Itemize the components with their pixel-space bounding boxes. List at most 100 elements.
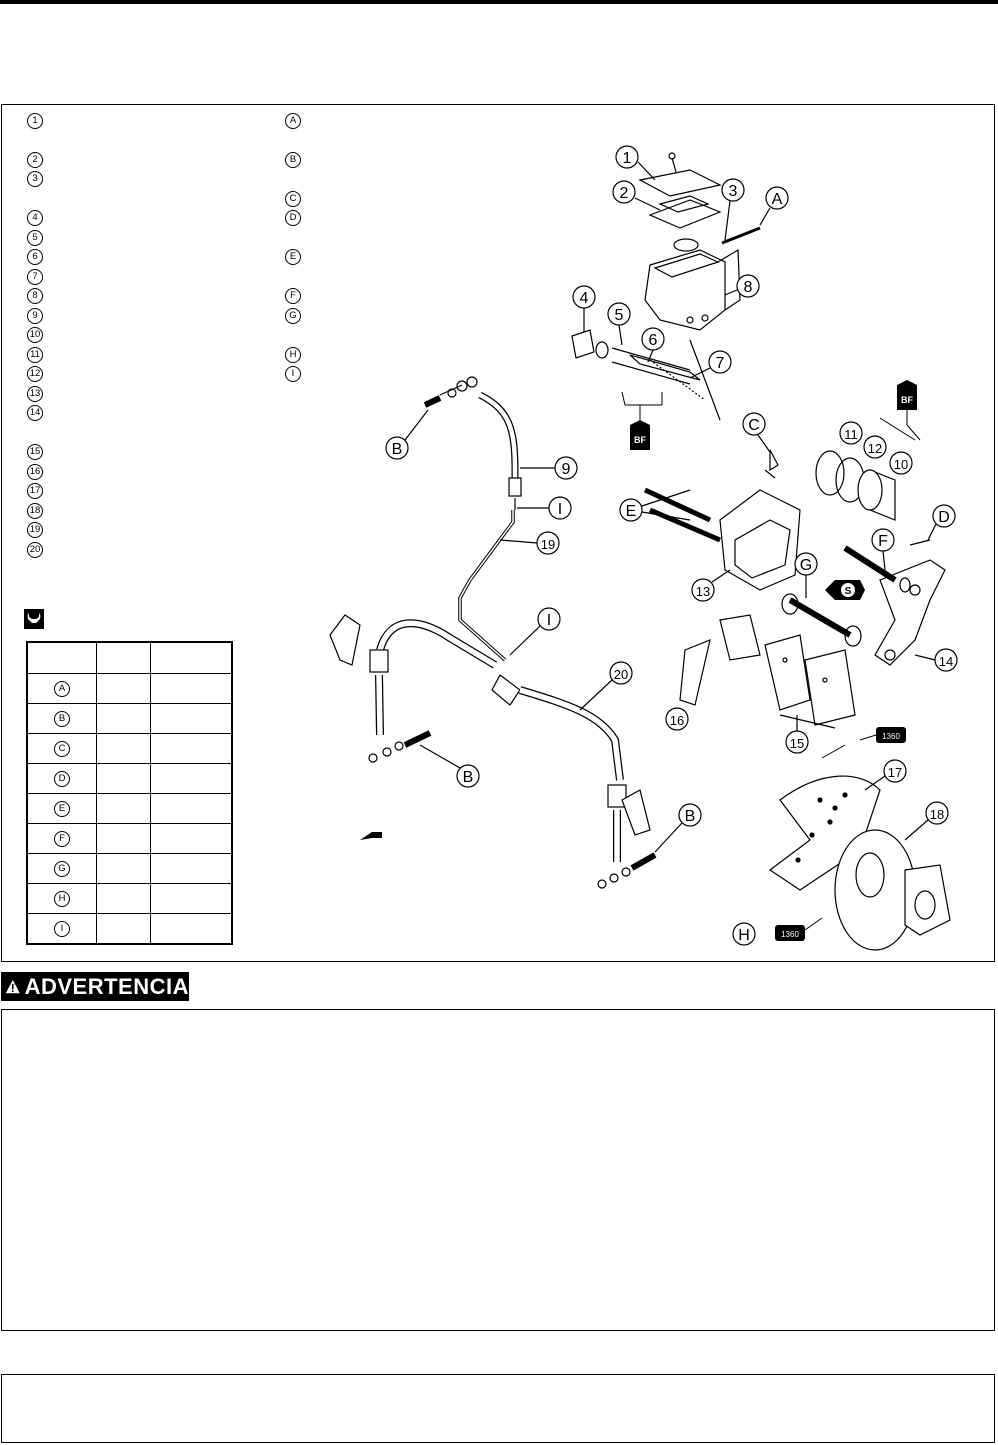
front-arrow-icon: [360, 832, 382, 840]
callout-E: E: [619, 489, 691, 522]
svg-text:C: C: [748, 417, 760, 434]
warning-box: [1, 1009, 995, 1331]
callout-15: 15: [779, 714, 836, 754]
svg-text:18: 18: [930, 807, 944, 822]
brake-hoses-lower: [329, 614, 657, 889]
legend-item: 15: [27, 443, 43, 463]
legend-item: E: [285, 248, 301, 268]
legend-item: 14: [27, 404, 43, 424]
legend-item: 12: [27, 365, 43, 385]
callout-B-right: B: [654, 803, 702, 853]
legend-item: F: [285, 287, 301, 307]
callout-I-upper: I: [517, 496, 572, 520]
grease-icon: S: [825, 580, 865, 600]
svg-text:F: F: [878, 533, 888, 550]
callout-2: 2: [612, 180, 661, 211]
callout-20: 20: [579, 661, 633, 711]
disc-guard: [768, 775, 881, 891]
diagram-frame: [1, 104, 995, 962]
callout-6: 6: [641, 327, 665, 363]
svg-text:1: 1: [623, 150, 632, 167]
legend-item: 8: [27, 287, 43, 307]
callout-B-mid: B: [419, 744, 480, 788]
table-row: D: [26, 763, 233, 794]
legend-item: 7: [27, 267, 43, 287]
svg-text:I: I: [547, 612, 551, 629]
svg-text:I: I: [558, 501, 562, 518]
svg-text:5: 5: [615, 307, 624, 324]
svg-text:3: 3: [729, 183, 738, 200]
svg-text:17: 17: [888, 765, 902, 780]
callout-G: G: [794, 552, 818, 598]
svg-text:1360: 1360: [882, 732, 900, 741]
svg-text:10: 10: [894, 457, 908, 472]
legend-numbers: 1 2 3 4 5 6 7 8 9 10 11 12 13 14 15 16 1…: [27, 111, 43, 560]
svg-text:B: B: [392, 441, 403, 458]
svg-text:11: 11: [844, 427, 858, 442]
svg-text:4: 4: [580, 290, 589, 307]
callout-14: 14: [914, 648, 958, 672]
legend-item: A: [285, 111, 301, 131]
legend-item: B: [285, 150, 301, 170]
svg-text:20: 20: [614, 667, 628, 682]
callout-A: A: [759, 186, 789, 226]
legend-item: 9: [27, 306, 43, 326]
brake-disc: [834, 829, 951, 951]
brake-fluid-icon: BF: [621, 391, 663, 450]
svg-text:2: 2: [620, 185, 629, 202]
svg-text:A: A: [772, 191, 783, 208]
legend-item: 13: [27, 384, 43, 404]
svg-text:9: 9: [562, 461, 571, 478]
wrench-icon: [24, 609, 44, 629]
svg-text:BF: BF: [634, 435, 646, 445]
svg-text:14: 14: [939, 654, 953, 669]
legend-item: 3: [27, 170, 43, 190]
legend-item: 16: [27, 462, 43, 482]
legend-item: 20: [27, 540, 43, 560]
callout-C: C: [742, 412, 771, 453]
callout-10: 10: [889, 451, 913, 475]
caliper-seals: [815, 450, 896, 521]
table-row: B: [26, 703, 233, 734]
legend-item: 6: [27, 248, 43, 268]
slide-pins: [781, 545, 911, 647]
svg-text:S: S: [845, 586, 852, 597]
brake-pads: [764, 634, 856, 726]
svg-text:D: D: [938, 509, 950, 526]
callout-18: 18: [904, 801, 949, 841]
legend-item: G: [285, 306, 301, 326]
warning-label: ADVERTENCIA: [1, 972, 189, 1001]
legend-item: 18: [27, 501, 43, 521]
table-row: H: [26, 883, 233, 914]
threadlock-icon: 1360: [821, 727, 906, 759]
callout-4: 4: [572, 285, 596, 332]
svg-text:6: 6: [649, 332, 658, 349]
warning-title: ADVERTENCIA: [24, 974, 189, 999]
legend-letters: A B C D E F G H I: [285, 111, 301, 384]
svg-text:B: B: [463, 769, 474, 786]
callout-19: 19: [499, 531, 560, 555]
callout-D: D: [927, 504, 956, 541]
svg-text:G: G: [800, 557, 812, 574]
callout-7: 7: [689, 350, 732, 379]
warning-triangle-icon: [5, 979, 20, 993]
table-row: I: [26, 913, 233, 945]
legend-item: 2: [27, 150, 43, 170]
legend-item: 10: [27, 326, 43, 346]
svg-text:13: 13: [696, 584, 710, 599]
top-rule: [0, 0, 998, 4]
callout-16: 16: [665, 707, 689, 731]
callout-1: 1: [615, 145, 656, 181]
legend-item: C: [285, 189, 301, 209]
callout-8: 8: [724, 274, 760, 298]
callout-I-lower: I: [509, 607, 561, 656]
legend-item: 19: [27, 521, 43, 541]
svg-text:BF: BF: [901, 395, 913, 405]
threadlock-icon: 1360: [775, 917, 823, 941]
callout-9: 9: [520, 456, 578, 480]
brake-hose-upper: [423, 376, 522, 510]
svg-text:B: B: [685, 808, 696, 825]
callout-B-left: B: [385, 409, 429, 460]
svg-text:16: 16: [670, 713, 684, 728]
legend-item: 11: [27, 345, 43, 365]
